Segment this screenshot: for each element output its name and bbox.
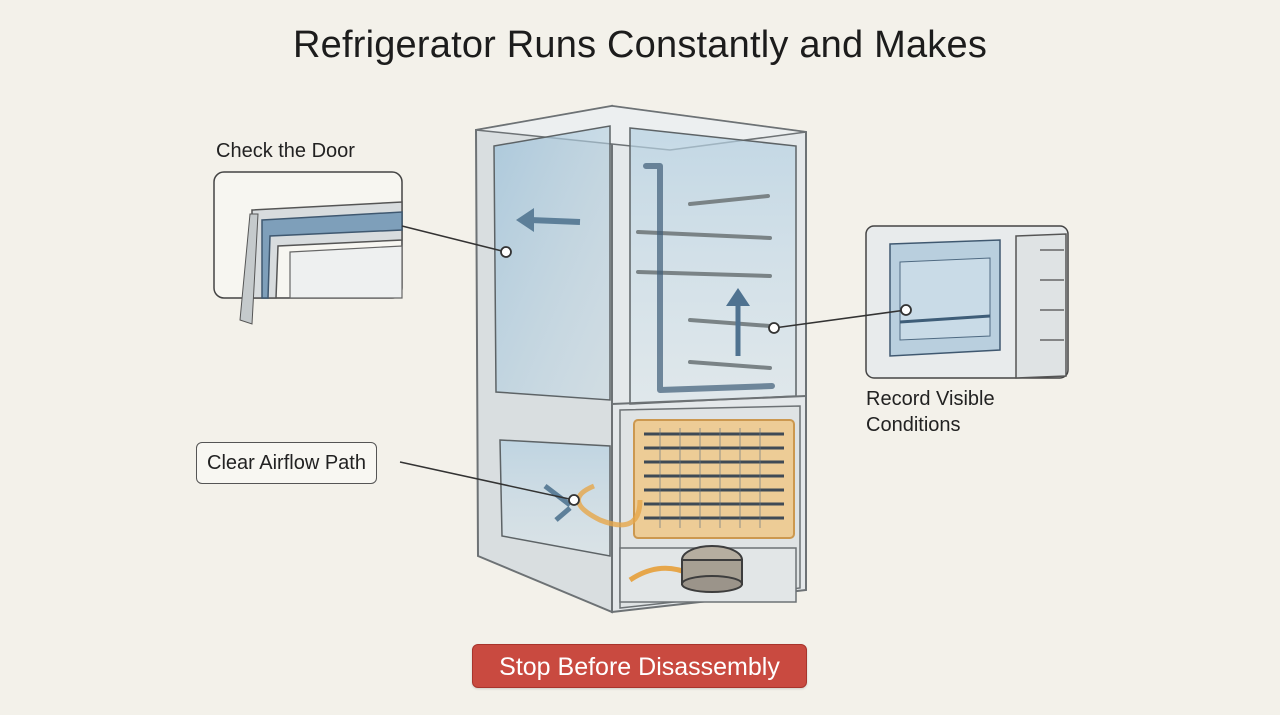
door-callout-dot	[500, 246, 512, 258]
clear-airflow-label: Clear Airflow Path	[196, 442, 377, 484]
check-door-label: Check the Door	[216, 140, 355, 162]
callout-lines	[399, 225, 907, 501]
condenser-coil	[633, 419, 795, 539]
record-conditions-label: Record Visible Conditions	[866, 386, 995, 438]
page-title: Refrigerator Runs Constantly and Makes	[292, 24, 988, 66]
freezer-callout-dot	[900, 304, 912, 316]
shelf-callout-dot	[768, 322, 780, 334]
airflow-callout-dot	[568, 494, 580, 506]
compressor	[619, 545, 797, 603]
fridge-cabinet	[474, 104, 807, 614]
stop-before-disassembly-button[interactable]: Stop Before Disassembly	[472, 644, 807, 688]
door-seal-inset	[213, 171, 403, 325]
record-conditions-line2: Conditions	[866, 414, 961, 436]
record-conditions-line1: Record Visible	[866, 388, 995, 410]
freezer-inset	[865, 225, 1069, 379]
